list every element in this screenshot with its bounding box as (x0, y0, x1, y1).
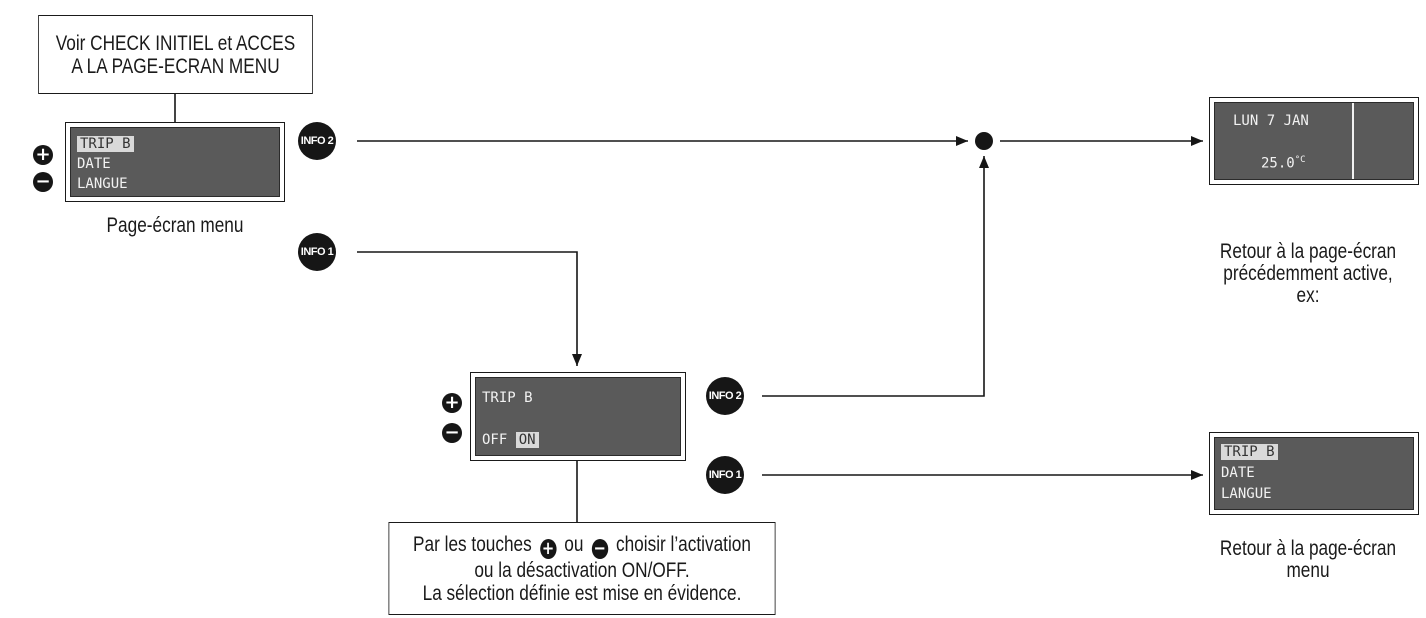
start-instruction-line-2: A LA PAGE-ECRAN MENU (71, 54, 280, 78)
previous-screen-temperature: 25.0 (1261, 155, 1295, 172)
previous-caption-line-1: Retour à la page-écran (1219, 240, 1397, 263)
previous-screen-unit: °C (1294, 155, 1306, 165)
arrow-info1-to-trip-screen (357, 251, 582, 366)
option-on[interactable]: ON (515, 432, 539, 448)
start-instruction-line-1: Voir CHECK INITIEL et ACCES (55, 31, 296, 55)
previous-screen-divider (1352, 103, 1354, 179)
menu-screen: TRIP B DATE LANGUE (65, 122, 285, 202)
return-menu-item-date[interactable]: DATE (1221, 465, 1255, 481)
menu-screen-caption: Page-écran menu (106, 214, 244, 237)
previous-caption-line-2: précédemment active, (1223, 262, 1393, 285)
return-caption-line-2: menu (1286, 559, 1330, 582)
return-menu-item-langue[interactable]: LANGUE (1221, 486, 1272, 502)
selection-instruction-box: Par les touches + ou − choisir l’activat… (388, 522, 776, 615)
menu-screen-display: TRIP B DATE LANGUE (70, 127, 280, 197)
start-instruction-box: Voir CHECK INITIEL et ACCES A LA PAGE-EC… (38, 15, 313, 94)
minus-button-icon[interactable]: − (33, 172, 53, 192)
return-menu-screen: TRIP B DATE LANGUE (1209, 432, 1419, 515)
junction-dot (975, 132, 993, 150)
plus-button-icon[interactable]: + (442, 393, 462, 413)
return-menu-item-trip-b[interactable]: TRIP B (1221, 444, 1278, 460)
previous-screen: LUN 7 JAN 25.0°C (1209, 97, 1419, 185)
previous-screen-display: LUN 7 JAN 25.0°C (1214, 102, 1414, 180)
trip-b-screen: TRIP B OFF ON (470, 372, 686, 461)
minus-button-icon[interactable]: − (442, 423, 462, 443)
info2-button[interactable]: INFO 2 (298, 122, 336, 160)
menu-item-date[interactable]: DATE (77, 156, 111, 172)
plus-icon: + (539, 538, 557, 559)
trip-b-title: TRIP B (482, 390, 533, 406)
plus-button-icon[interactable]: + (33, 145, 53, 165)
selection-text-mid: ou (564, 532, 584, 556)
return-caption-line-1: Retour à la page-écran (1219, 537, 1397, 560)
menu-item-langue[interactable]: LANGUE (77, 176, 128, 192)
previous-caption-line-3: ex: (1296, 284, 1320, 307)
selection-instruction-line-2: ou la désactivation ON/OFF. (474, 558, 690, 582)
trip-info2-button[interactable]: INFO 2 (706, 377, 744, 415)
minus-icon: − (591, 538, 608, 559)
trip-info1-button[interactable]: INFO 1 (706, 456, 744, 494)
selection-instruction-line-3: La sélection définie est mise en évidenc… (422, 581, 742, 605)
return-menu-caption: Retour à la page-écran menu (1211, 538, 1405, 582)
info1-button[interactable]: INFO 1 (298, 233, 336, 271)
selection-text-post: choisir l’activation (615, 532, 751, 556)
menu-item-trip-b[interactable]: TRIP B (77, 136, 134, 152)
trip-b-screen-display: TRIP B OFF ON (475, 377, 681, 456)
previous-screen-date: LUN 7 JAN (1233, 113, 1309, 129)
previous-screen-caption: Retour à la page-écran précédemment acti… (1211, 241, 1405, 307)
selection-instruction-line-1: Par les touches + ou − choisir l’activat… (413, 533, 751, 559)
arrow-trip-info2-to-junction (762, 156, 989, 397)
return-menu-screen-display: TRIP B DATE LANGUE (1214, 437, 1414, 510)
option-off[interactable]: OFF (482, 432, 508, 448)
selection-text-pre: Par les touches (413, 532, 532, 556)
